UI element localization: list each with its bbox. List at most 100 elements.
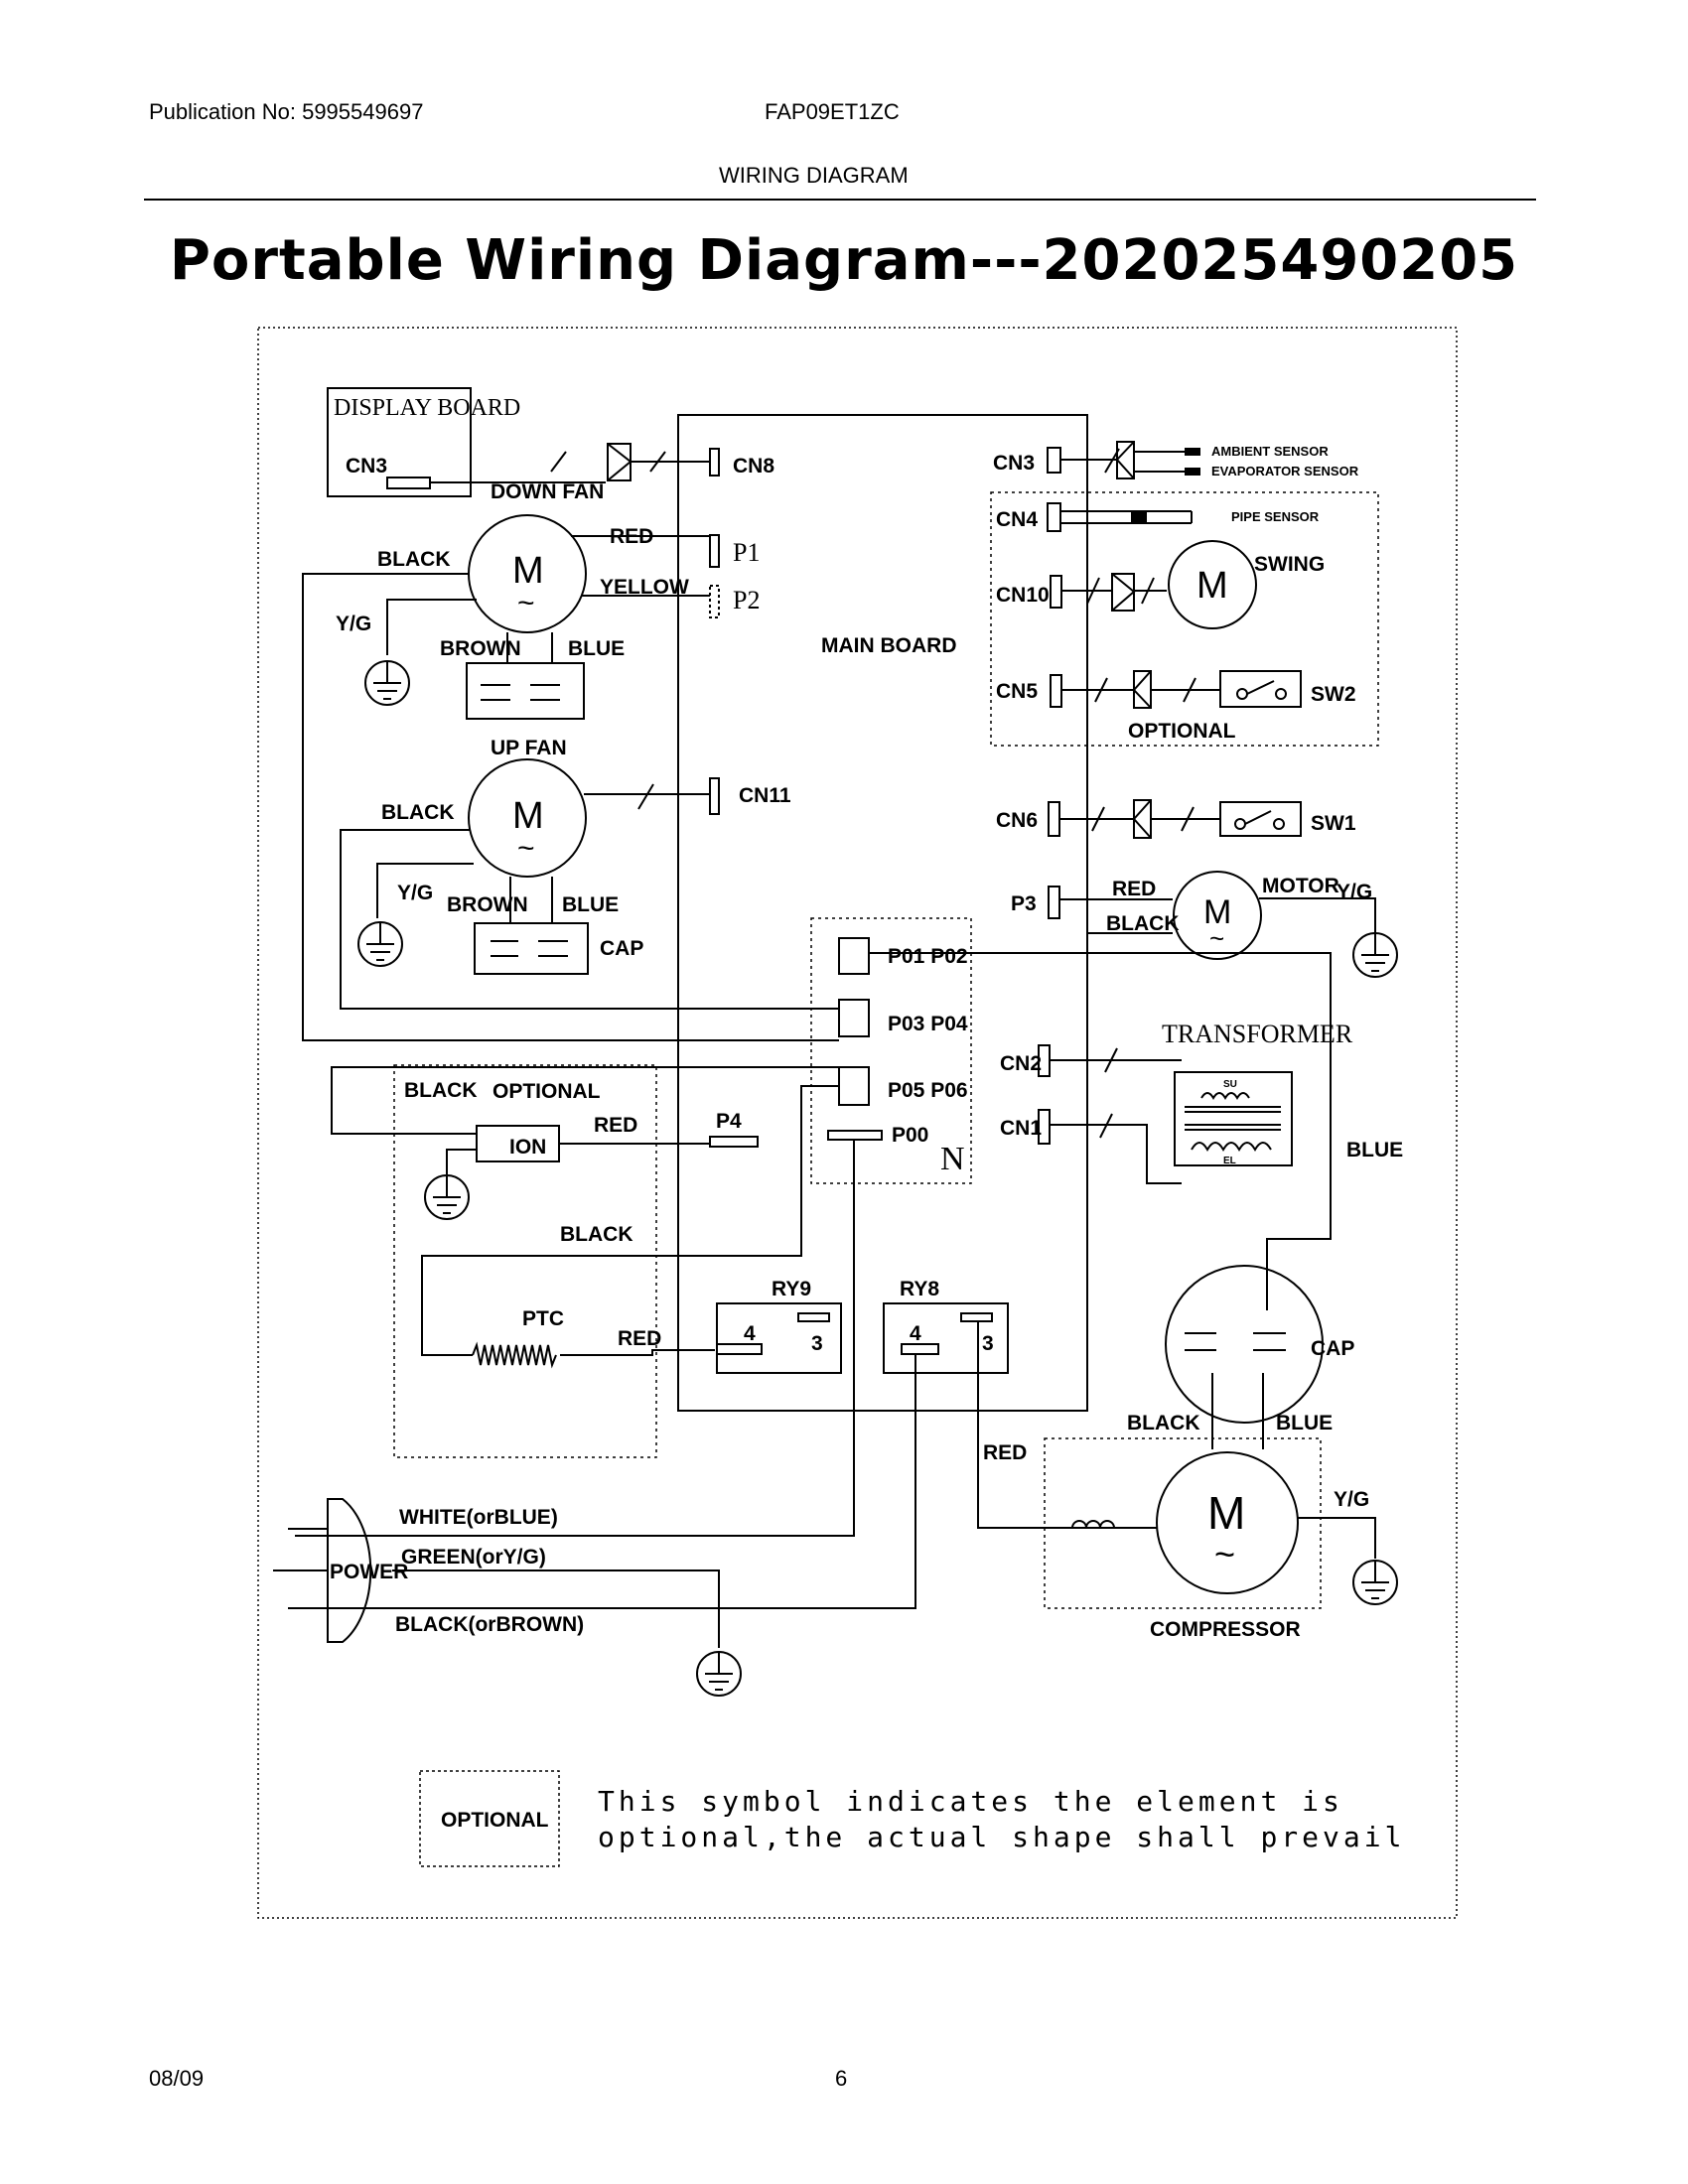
p2-label: P2: [733, 586, 760, 614]
up-fan-m-glyph: M: [512, 795, 544, 837]
compressor-motor: [1156, 1451, 1299, 1594]
swing-connector: [1111, 573, 1135, 612]
transformer-el-label: EL: [1223, 1156, 1236, 1166]
p4-terminal: [709, 1136, 759, 1148]
optional-right-label: OPTIONAL: [1128, 720, 1236, 743]
up-fan-ac-glyph: ~: [517, 832, 535, 865]
compressor-red-label: RED: [983, 1441, 1027, 1464]
drain-motor-ac-glyph: ~: [1209, 923, 1224, 953]
p05-p06-label: P05 P06: [888, 1079, 968, 1102]
down-fan-red-label: RED: [610, 525, 653, 548]
ry8-label: RY8: [900, 1278, 939, 1300]
up-fan-capacitor: [474, 922, 589, 975]
ptc-black-label: BLACK: [560, 1223, 633, 1246]
compressor-yg-label: Y/G: [1334, 1488, 1369, 1511]
sw1-label: SW1: [1311, 812, 1356, 835]
ry9-pin3-label: 3: [811, 1332, 823, 1355]
up-fan-yg-label: Y/G: [397, 882, 433, 904]
ptc-red-label: RED: [618, 1327, 661, 1350]
sw1-connector: [1133, 799, 1152, 839]
display-cn3-connector: [386, 477, 431, 489]
p05-p06-terminal: [838, 1066, 870, 1106]
diagram-frame: [257, 327, 1458, 1919]
motor-red-label: RED: [1112, 878, 1156, 900]
optional-group-right: [990, 491, 1379, 747]
footer-date: 08/09: [149, 2066, 205, 2091]
power-label: POWER: [330, 1561, 408, 1583]
down-fan-brown-label: BROWN: [440, 637, 521, 660]
cn3-main-label: CN3: [993, 452, 1035, 475]
p3-label: P3: [1011, 892, 1037, 915]
cn8-label: CN8: [733, 455, 774, 478]
ry9-label: RY9: [772, 1278, 811, 1300]
down-fan-label: DOWN FAN: [491, 480, 604, 503]
overload-protector: [1071, 1520, 1115, 1529]
transformer: [1174, 1071, 1293, 1166]
legend-line-1: This symbol indicates the element is: [598, 1785, 1343, 1818]
compressor-ac-glyph: ~: [1214, 1534, 1235, 1574]
header-rule: [144, 199, 1536, 201]
page-number: 6: [835, 2066, 848, 2091]
down-fan-blue-label: BLUE: [568, 637, 625, 660]
cn10-pin: [1050, 575, 1062, 609]
transformer-blue-label: BLUE: [1346, 1139, 1403, 1161]
up-fan-brown-label: BROWN: [447, 893, 528, 916]
cn8-connector-box: [607, 443, 632, 481]
cn1-pin: [1038, 1109, 1051, 1145]
compressor-cap-label: CAP: [1311, 1337, 1354, 1360]
cn6-label: CN6: [996, 809, 1038, 832]
ion-red-label: RED: [594, 1114, 637, 1137]
p01-p02-label: P01 P02: [888, 945, 968, 968]
optional-left-label: OPTIONAL: [492, 1080, 601, 1103]
sw2-switch: [1219, 670, 1302, 708]
drain-motor-m-glyph: M: [1203, 893, 1231, 931]
diagram-title: Portable Wiring Diagram---202025490205: [169, 228, 1519, 293]
pipe-sensor-label: PIPE SENSOR: [1231, 509, 1320, 524]
sw2-connector: [1133, 670, 1152, 709]
cn8-pin: [709, 448, 720, 477]
display-cn3-label: CN3: [346, 455, 387, 478]
display-board: [327, 387, 472, 497]
transformer-su-label: SU: [1223, 1079, 1237, 1090]
p01-p02-terminal: [838, 937, 870, 975]
optional-group-left: [393, 1064, 657, 1458]
white-blue-label: WHITE(orBLUE): [399, 1506, 558, 1529]
ry8-pin4-label: 4: [910, 1322, 921, 1345]
up-fan-cap-label: CAP: [600, 937, 643, 960]
down-fan-ac-glyph: ~: [517, 587, 535, 619]
relay-output-block: [810, 917, 972, 1184]
model-number: FAP09ET1ZC: [765, 99, 900, 124]
main-board-label: MAIN BOARD: [821, 634, 957, 657]
p03-p04-terminal: [838, 999, 870, 1037]
compressor-group: [1044, 1437, 1322, 1609]
optional-legend-label: OPTIONAL: [441, 1809, 549, 1832]
cn5-label: CN5: [996, 680, 1038, 703]
compressor-capacitor: [1165, 1265, 1324, 1424]
down-fan-capacitor: [466, 662, 585, 720]
compressor-label: COMPRESSOR: [1150, 1618, 1301, 1641]
p00-terminal: [827, 1130, 883, 1141]
motor-yg-label: Y/G: [1336, 881, 1372, 903]
section-title: WIRING DIAGRAM: [719, 163, 909, 188]
p03-p04-label: P03 P04: [888, 1013, 968, 1035]
down-fan-black-label: BLACK: [377, 548, 451, 571]
ry8-pin3-label: 3: [982, 1332, 994, 1355]
p1-label: P1: [733, 538, 760, 567]
sw1-switch: [1219, 801, 1302, 837]
neutral-label: N: [940, 1141, 965, 1177]
sensor-connector: [1116, 441, 1135, 479]
cn10-label: CN10: [996, 584, 1050, 607]
cn2-label: CN2: [1000, 1052, 1042, 1075]
motor-black-label: BLACK: [1106, 912, 1180, 935]
ion-label: ION: [509, 1136, 546, 1159]
up-fan-blue-label: BLUE: [562, 893, 619, 916]
p1-pin: [709, 534, 720, 568]
ptc-label: PTC: [522, 1307, 564, 1330]
cn4-pin: [1047, 502, 1061, 532]
ptc-heater: [472, 1341, 557, 1369]
swing-motor: [1168, 540, 1257, 629]
cn4-label: CN4: [996, 508, 1038, 531]
evaporator-sensor-label: EVAPORATOR SENSOR: [1211, 464, 1359, 478]
ry9-pin4-label: 4: [744, 1322, 756, 1345]
